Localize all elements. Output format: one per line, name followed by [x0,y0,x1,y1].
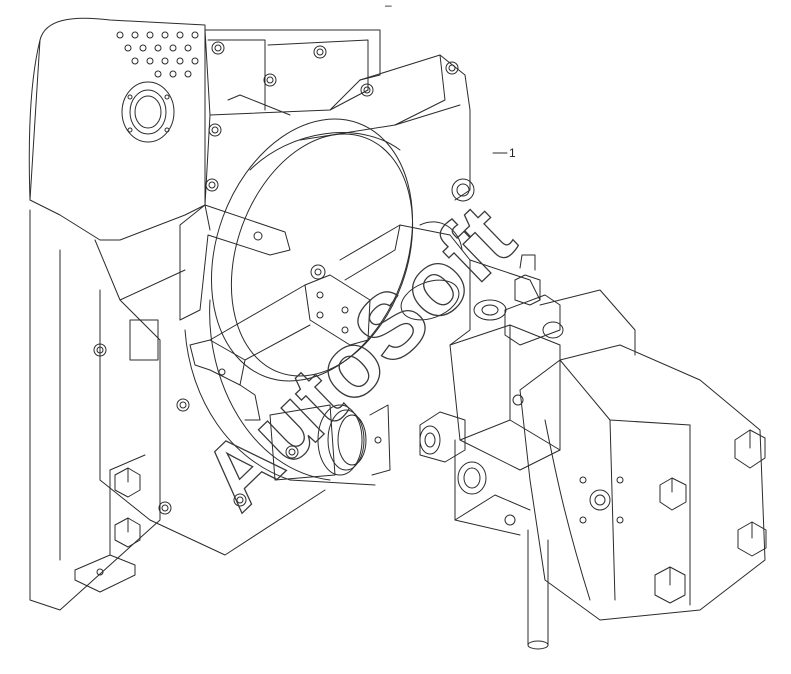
housing-holes [116,31,199,78]
upper-bracket [179,204,291,321]
pump-bolt-top [734,429,766,469]
foot-bolt-upper [114,467,141,498]
output-shaft [527,529,549,650]
pump-bolt-right [737,521,767,557]
valve-block [449,324,561,536]
foot-bolt-lower [114,517,141,548]
flex-coupling [269,404,391,481]
engine-housing [28,17,459,241]
foot-bracket [74,454,146,593]
watermark: AutoSoft [183,185,534,529]
header-mark: – [385,0,393,12]
coupling-disc [184,118,414,486]
pump-bolt-bottom [654,566,686,604]
lower-left-block [29,209,326,611]
watermark-text: AutoSoft [183,186,533,529]
housing-bolts [205,41,459,192]
middle-bracket [189,274,371,421]
callout-label-1: 1 [509,146,516,160]
gear-pump [519,289,767,621]
pump-bolt-mid [659,477,687,511]
plug-fitting [419,411,466,463]
top-fitting [504,254,564,346]
main-pump-body [310,221,541,346]
housing-port [121,81,175,143]
